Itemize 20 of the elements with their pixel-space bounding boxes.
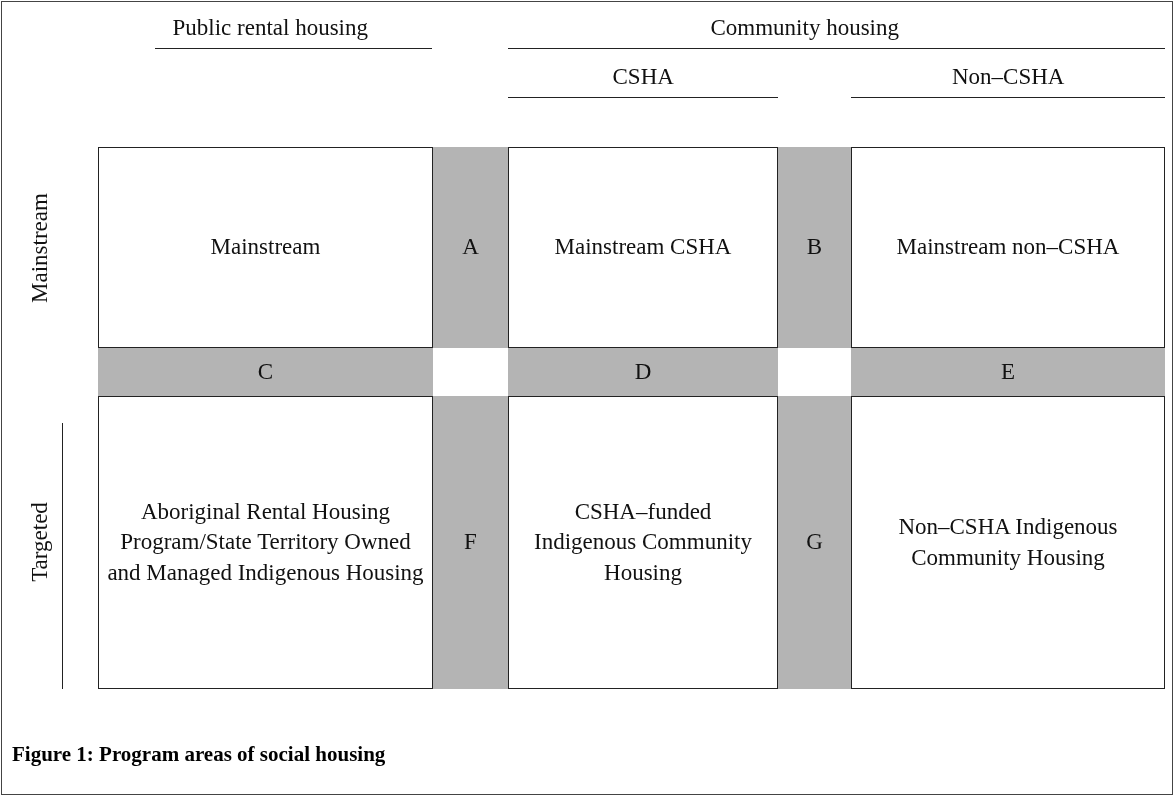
category-box: CSHA–funded Indigenous Community Housing [508, 396, 778, 689]
category-box: Mainstream CSHA [508, 147, 778, 348]
category-box: Aboriginal Rental Housing Program/State Territory Owned and Managed Indigenous Housing [98, 396, 433, 689]
shaded-band: C [98, 348, 433, 396]
category-box: Mainstream [98, 147, 433, 348]
column-subheading: Non–CSHA [952, 64, 1065, 90]
column-heading: Community housing [710, 15, 899, 41]
shaded-band: E [851, 348, 1165, 396]
shaded-band: A [433, 147, 508, 348]
shaded-band: F [433, 396, 508, 689]
column-subheading: CSHA [612, 64, 674, 90]
category-box: Non–CSHA Indigenous Community Housing [851, 396, 1165, 689]
row-heading: Targeted [26, 502, 53, 582]
shaded-band: D [508, 348, 778, 396]
column-heading: Public rental housing [172, 15, 368, 41]
shaded-band: G [778, 396, 851, 689]
row-heading: Mainstream [26, 193, 53, 303]
figure-caption: Figure 1: Program areas of social housing [12, 742, 386, 767]
category-box: Mainstream non–CSHA [851, 147, 1165, 348]
shaded-band: B [778, 147, 851, 348]
